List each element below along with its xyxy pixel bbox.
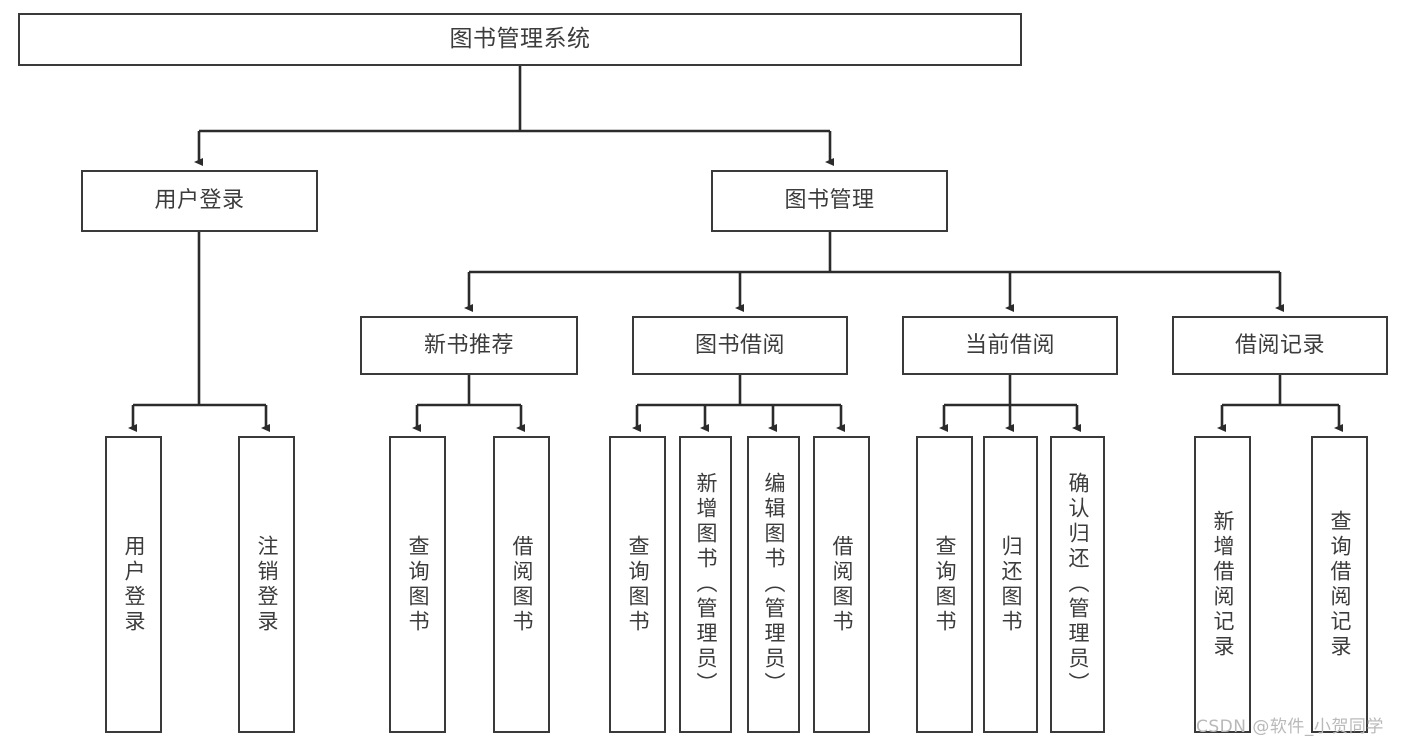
leaf-book-borrow-query[interactable]: 查询图书 xyxy=(609,436,666,733)
node-new-book-recommend-label: 新书推荐 xyxy=(423,332,514,358)
leaf-book-borrow-edit-label: 编辑图书（管理员） xyxy=(762,472,786,697)
leaf-borrow-record-add-label: 新增借阅记录 xyxy=(1211,509,1235,660)
node-current-borrow[interactable]: 当前借阅 xyxy=(902,316,1118,375)
node-root-system[interactable]: 图书管理系统 xyxy=(18,13,1022,66)
leaf-user-login-signout[interactable]: 注销登录 xyxy=(238,436,295,733)
leaf-borrow-record-query[interactable]: 查询借阅记录 xyxy=(1311,436,1368,733)
leaf-book-borrow-add[interactable]: 新增图书（管理员） xyxy=(679,436,732,733)
node-book-management[interactable]: 图书管理 xyxy=(711,170,948,232)
leaf-current-borrow-confirm[interactable]: 确认归还（管理员） xyxy=(1050,436,1105,733)
node-user-login[interactable]: 用户登录 xyxy=(81,170,318,232)
node-book-borrow-label: 图书借阅 xyxy=(694,332,785,358)
leaf-current-borrow-confirm-label: 确认归还（管理员） xyxy=(1066,472,1090,697)
leaf-new-book-borrow-label: 借阅图书 xyxy=(510,534,534,635)
node-book-management-label: 图书管理 xyxy=(784,188,875,214)
leaf-book-borrow-borrow[interactable]: 借阅图书 xyxy=(813,436,870,733)
leaf-current-borrow-return[interactable]: 归还图书 xyxy=(983,436,1038,733)
node-new-book-recommend[interactable]: 新书推荐 xyxy=(360,316,578,375)
node-book-borrow[interactable]: 图书借阅 xyxy=(632,316,848,375)
node-borrow-record[interactable]: 借阅记录 xyxy=(1172,316,1388,375)
csdn-watermark: CSDN @软件_小贺同学 xyxy=(1196,717,1384,737)
leaf-book-borrow-query-label: 查询图书 xyxy=(626,534,650,635)
leaf-book-borrow-add-label: 新增图书（管理员） xyxy=(694,472,718,697)
leaf-user-login-signin-label: 用户登录 xyxy=(122,534,146,635)
leaf-book-borrow-borrow-label: 借阅图书 xyxy=(830,534,854,635)
leaf-borrow-record-add[interactable]: 新增借阅记录 xyxy=(1194,436,1251,733)
leaf-borrow-record-query-label: 查询借阅记录 xyxy=(1328,509,1352,660)
node-user-login-label: 用户登录 xyxy=(154,188,245,214)
node-root-system-label: 图书管理系统 xyxy=(449,25,591,52)
leaf-user-login-signout-label: 注销登录 xyxy=(255,534,279,635)
leaf-new-book-borrow[interactable]: 借阅图书 xyxy=(493,436,550,733)
leaf-current-borrow-query[interactable]: 查询图书 xyxy=(916,436,973,733)
node-borrow-record-label: 借阅记录 xyxy=(1234,332,1325,358)
leaf-user-login-signin[interactable]: 用户登录 xyxy=(105,436,162,733)
leaf-book-borrow-edit[interactable]: 编辑图书（管理员） xyxy=(747,436,800,733)
leaf-current-borrow-return-label: 归还图书 xyxy=(999,534,1023,635)
leaf-new-book-query-label: 查询图书 xyxy=(406,534,430,635)
leaf-current-borrow-query-label: 查询图书 xyxy=(933,534,957,635)
leaf-new-book-query[interactable]: 查询图书 xyxy=(389,436,446,733)
node-current-borrow-label: 当前借阅 xyxy=(964,332,1055,358)
